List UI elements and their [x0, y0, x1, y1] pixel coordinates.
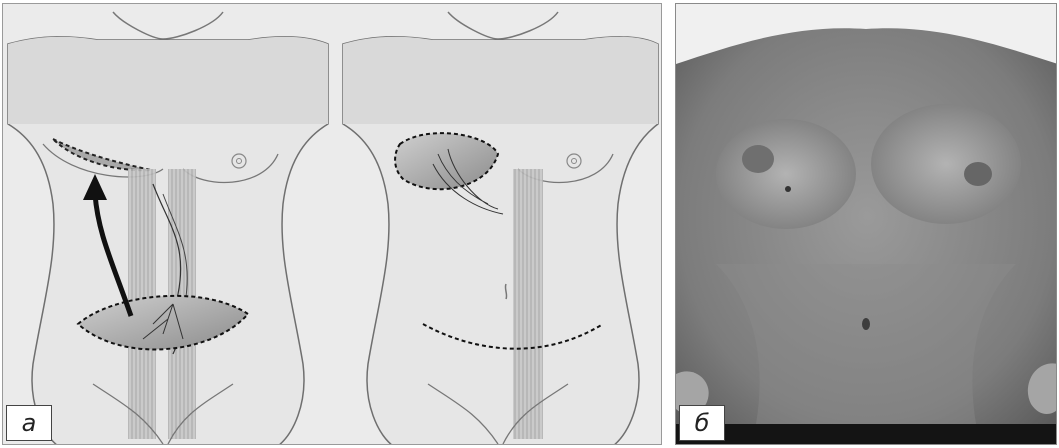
- torso-photo: [676, 4, 1057, 445]
- torso-right: [343, 12, 658, 445]
- photo-panel-b: б: [675, 3, 1057, 445]
- torso-left: [8, 12, 328, 445]
- panel-label-a: а: [6, 405, 52, 441]
- illustration-panel-a: а: [2, 3, 662, 445]
- panel-label-b: б: [679, 405, 725, 441]
- torso-illustrations: [3, 4, 662, 445]
